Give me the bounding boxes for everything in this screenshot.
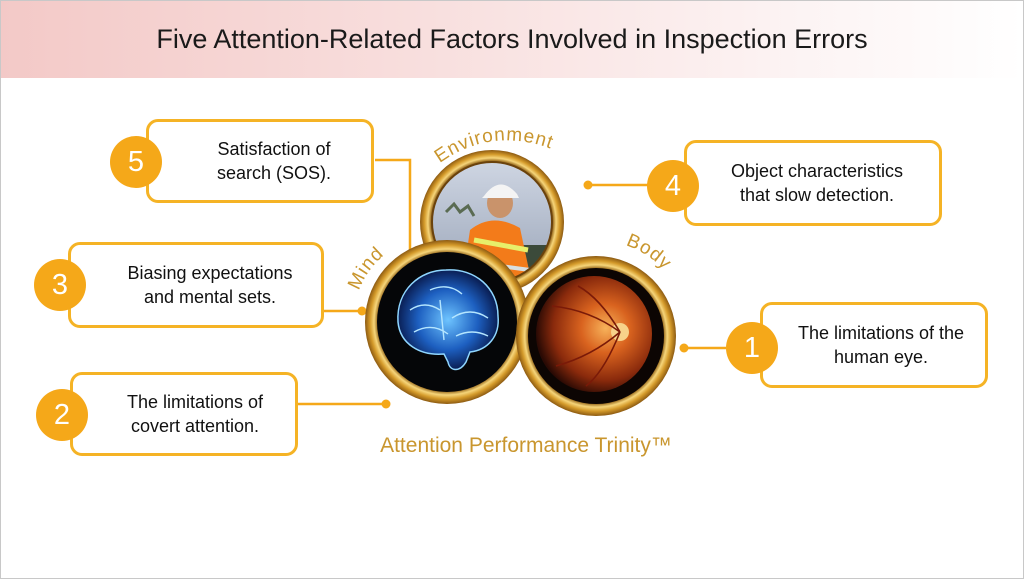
body-circle (516, 256, 676, 416)
factor-3-box: Biasing expectations and mental sets. (68, 242, 324, 328)
factor-2-line2: covert attention. (130, 416, 260, 436)
factor-1-line2: human eye. (833, 347, 929, 367)
connector-lines (297, 158, 726, 406)
factor-4-line2: that slow detection. (739, 185, 895, 205)
title-bar (0, 0, 1024, 78)
factor-2-line1: The limitations of (126, 392, 264, 412)
brain-icon (397, 269, 499, 371)
trinity-caption: Attention Performance Trinity™ (380, 434, 672, 457)
factor-3-line2: and mental sets. (143, 287, 277, 307)
factor-5-badge: 5 (110, 136, 162, 188)
retina-image (536, 276, 652, 392)
factor-1-line1: The limitations of the (797, 323, 965, 343)
factor-2-badge: 2 (36, 389, 88, 441)
factor-5-box: Satisfaction of search (SOS). (146, 119, 374, 203)
factor-4-badge: 4 (647, 160, 699, 212)
retina-vessels (551, 285, 621, 387)
connector-dot-factor-4 (583, 180, 593, 190)
factor-5-line1: Satisfaction of (217, 139, 331, 159)
factor-3-line1: Biasing expectations (127, 263, 293, 283)
mind-circle (365, 240, 529, 404)
factor-2-box: The limitations of covert attention. (70, 372, 298, 456)
page-title: Five Attention-Related Factors Involved … (156, 24, 868, 54)
factor-4-line1: Object characteristics (730, 161, 904, 181)
factor-4-box: Object characteristics that slow detectio… (684, 140, 942, 226)
connector-factor-5 (375, 158, 412, 254)
connector-dot-factor-2 (381, 399, 391, 409)
factor-1-box: The limitations of the human eye. (760, 302, 988, 388)
factor-5-line2: search (SOS). (216, 163, 332, 183)
connector-dot-factor-3 (357, 306, 367, 316)
connector-dot-factor-1 (679, 343, 689, 353)
factor-1-badge: 1 (726, 322, 778, 374)
factor-3-badge: 3 (34, 259, 86, 311)
